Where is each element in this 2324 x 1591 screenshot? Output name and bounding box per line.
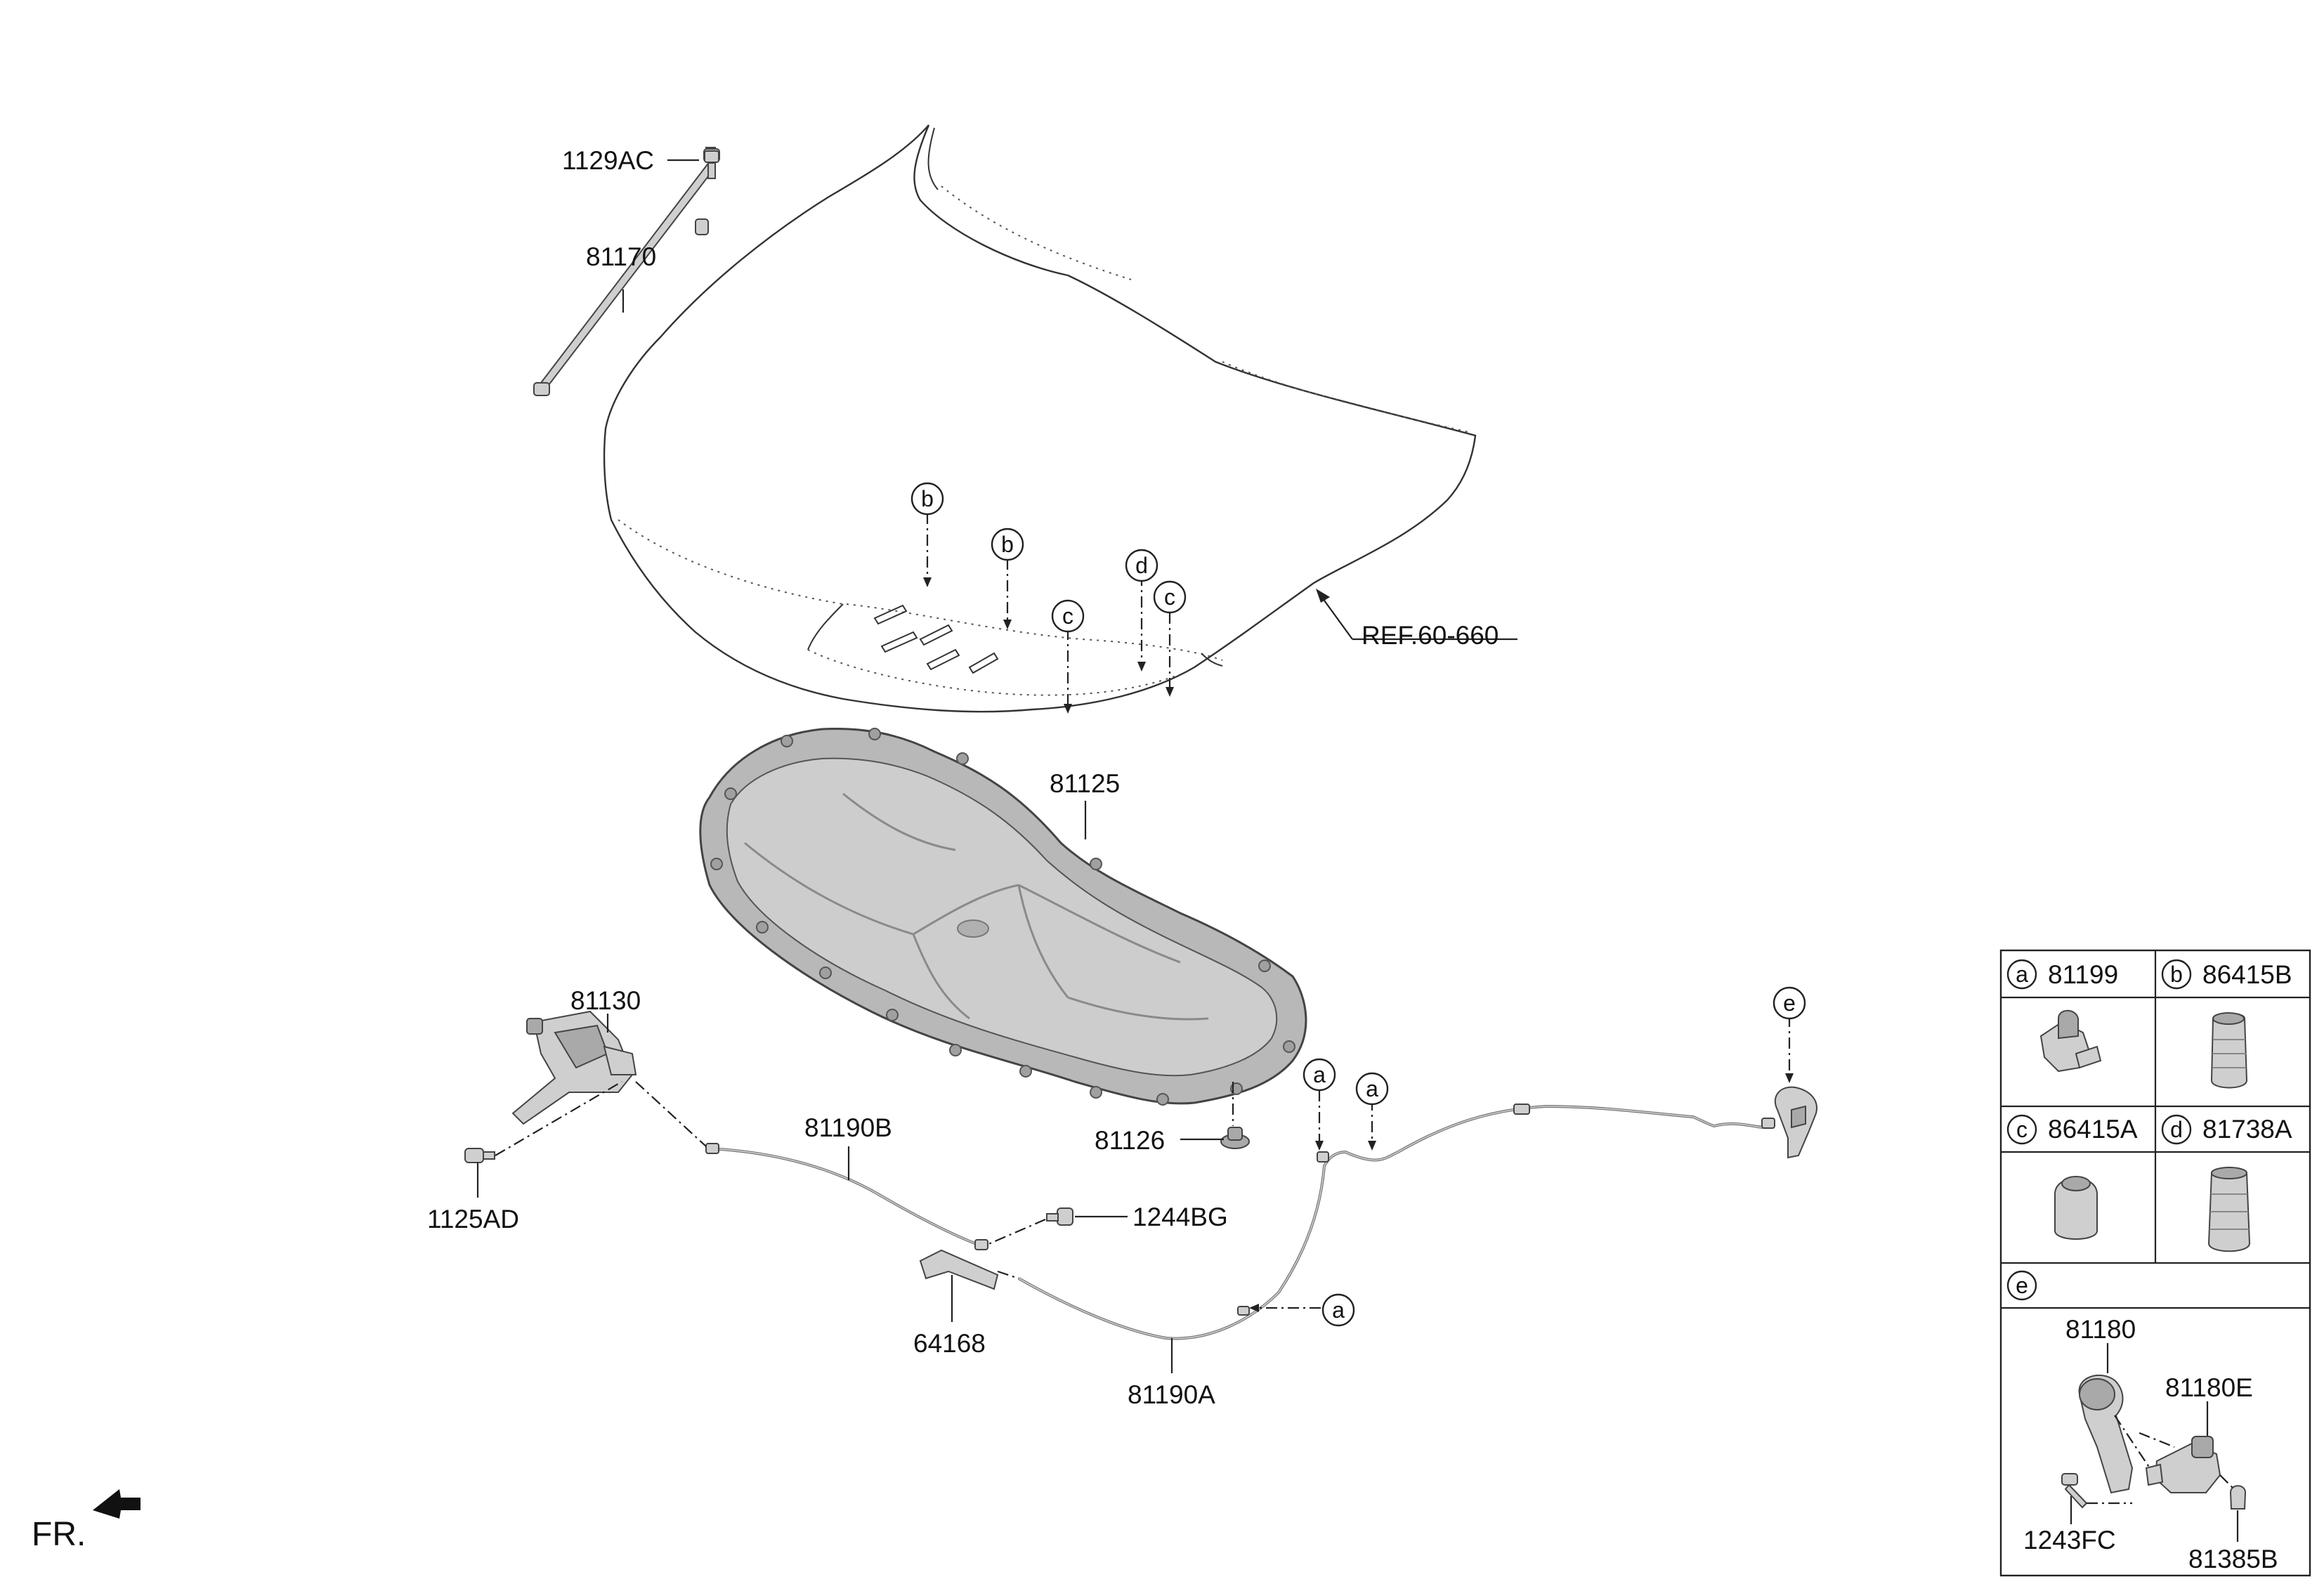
svg-text:d: d — [1135, 553, 1148, 578]
legend-cell-b: b 86415B — [2161, 959, 2292, 1089]
bolt-1125AD — [464, 1148, 495, 1163]
svg-text:c: c — [1062, 603, 1073, 629]
legend-cell-e: e 81180 81180E 1243FC 81385B — [2006, 1270, 2278, 1573]
callout-c-1: c — [1051, 599, 1085, 633]
legend-cell-c: c 86415A — [2006, 1114, 2138, 1240]
svg-text:a: a — [1332, 1297, 1345, 1323]
bumper-81126 — [1220, 1127, 1250, 1149]
svg-text:b: b — [2170, 962, 2183, 987]
label-1243FC: 1243FC — [2023, 1526, 2116, 1554]
label-81130: 81130 — [570, 986, 641, 1015]
callout-e-1: e — [1773, 986, 1806, 1020]
bumper-81738A-icon — [2207, 1167, 2251, 1252]
release-handle-e — [1761, 1086, 1817, 1159]
hood-panel — [603, 124, 1477, 713]
bumper-86415B-icon — [2210, 1012, 2248, 1089]
clip-81385B-icon — [2229, 1485, 2247, 1510]
svg-text:86415A: 86415A — [2048, 1115, 2138, 1144]
svg-text:b: b — [1001, 532, 1014, 557]
legend-cell-d: d 81738A — [2161, 1114, 2292, 1252]
callout-c-2: c — [1153, 580, 1187, 614]
label-1244BG: 1244BG — [1132, 1203, 1228, 1231]
label-front-direction: FR. — [32, 1516, 86, 1553]
svg-text:a: a — [1313, 1062, 1326, 1087]
callout-a-1: a — [1303, 1058, 1336, 1092]
svg-text:c: c — [1164, 584, 1175, 610]
callout-b-2: b — [991, 528, 1024, 561]
label-81190A: 81190A — [1128, 1380, 1215, 1409]
label-81170: 81170 — [586, 242, 656, 271]
label-64168: 64168 — [913, 1329, 986, 1358]
callout-b-1: b — [910, 482, 944, 516]
handle-81180-icon — [2078, 1374, 2134, 1494]
svg-text:e: e — [2016, 1273, 2028, 1298]
legend-cell-a: a 81199 — [2006, 959, 2118, 1073]
label-81125: 81125 — [1050, 769, 1120, 798]
label-1129AC: 1129AC — [562, 146, 654, 175]
bracket-64168 — [919, 1249, 999, 1290]
release-cable-81190B — [705, 1143, 988, 1250]
svg-text:b: b — [921, 486, 934, 511]
callout-d-1: d — [1125, 549, 1158, 582]
hood-underside-ribs — [807, 604, 1181, 696]
svg-text:a: a — [2016, 962, 2028, 987]
label-1125AD: 1125AD — [427, 1205, 519, 1233]
screw-1243FC-icon — [2061, 1473, 2088, 1509]
leader-lines — [93, 159, 1791, 1519]
hood-insulator-pad — [699, 728, 1307, 1106]
svg-text:86415B: 86415B — [2202, 960, 2292, 989]
bumper-86415A-icon — [2054, 1176, 2098, 1240]
svg-text:81738A: 81738A — [2202, 1115, 2292, 1144]
clip-81199-icon — [2039, 1009, 2102, 1073]
arrowheads — [923, 577, 1794, 1312]
hood-latch-81130 — [511, 1010, 637, 1125]
bolt-1129AC — [704, 150, 719, 179]
svg-text:c: c — [2016, 1117, 2028, 1142]
svg-text:81199: 81199 — [2048, 960, 2118, 989]
svg-text:a: a — [1366, 1076, 1378, 1101]
label-81190B: 81190B — [804, 1113, 892, 1142]
label-ref: REF.60-660 — [1362, 621, 1499, 650]
label-81385B: 81385B — [2188, 1545, 2278, 1573]
label-81126: 81126 — [1095, 1126, 1165, 1155]
label-81180E: 81180E — [2165, 1373, 2253, 1402]
label-81180: 81180 — [2065, 1315, 2136, 1344]
svg-text:d: d — [2170, 1117, 2183, 1142]
bolt-1244BG — [1046, 1207, 1073, 1226]
svg-text:e: e — [1783, 990, 1796, 1016]
release-cable-81190A — [1018, 1104, 1764, 1340]
callout-a-2: a — [1355, 1072, 1389, 1106]
cable-adapter-81180E-icon — [2145, 1436, 2221, 1493]
callout-a-3: a — [1321, 1293, 1355, 1327]
